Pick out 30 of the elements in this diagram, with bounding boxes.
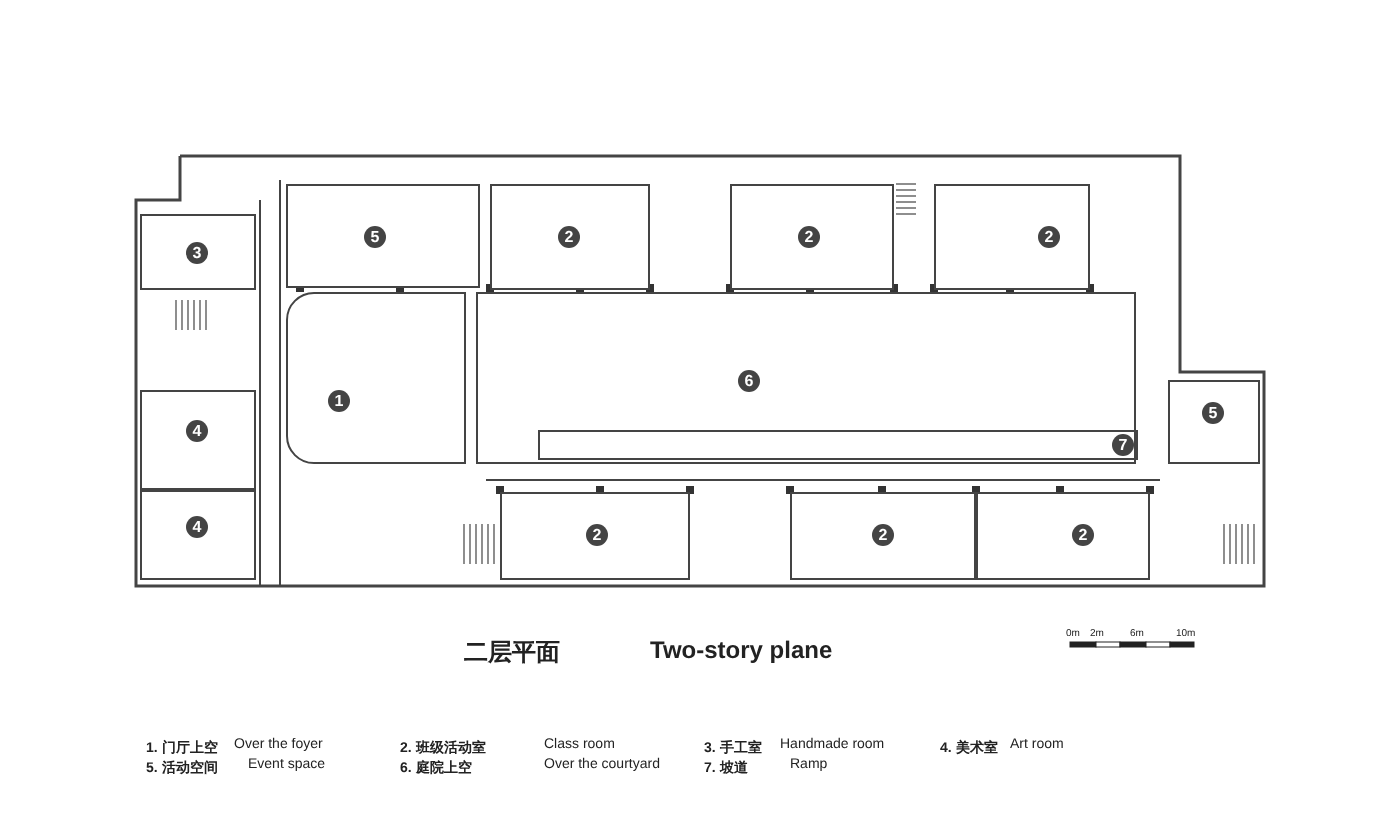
plan-title: 二层平面 (464, 636, 560, 670)
callout-number: 2 (1072, 524, 1094, 546)
room (140, 390, 256, 490)
room (790, 492, 976, 580)
room (730, 184, 894, 290)
room (490, 184, 650, 290)
callout-number: 2 (798, 226, 820, 248)
room (286, 292, 466, 464)
callout-number: 4 (186, 516, 208, 538)
callout-number: 5 (364, 226, 386, 248)
callout-number: 1 (328, 390, 350, 412)
plan-title: Two-story plane (650, 636, 833, 664)
callout-number: 2 (872, 524, 894, 546)
room (934, 184, 1090, 290)
room (140, 214, 256, 290)
room (140, 490, 256, 580)
callout-number: 6 (738, 370, 760, 392)
room (500, 492, 690, 580)
room (476, 292, 1136, 464)
callout-number: 2 (558, 226, 580, 248)
callout-number: 2 (1038, 226, 1060, 248)
ramp (538, 430, 1138, 460)
callout-number: 7 (1112, 434, 1134, 456)
room (976, 492, 1150, 580)
callout-number: 3 (186, 242, 208, 264)
room (286, 184, 480, 288)
callout-number: 4 (186, 420, 208, 442)
callout-number: 2 (586, 524, 608, 546)
room (1168, 380, 1260, 464)
callout-number: 5 (1202, 402, 1224, 424)
